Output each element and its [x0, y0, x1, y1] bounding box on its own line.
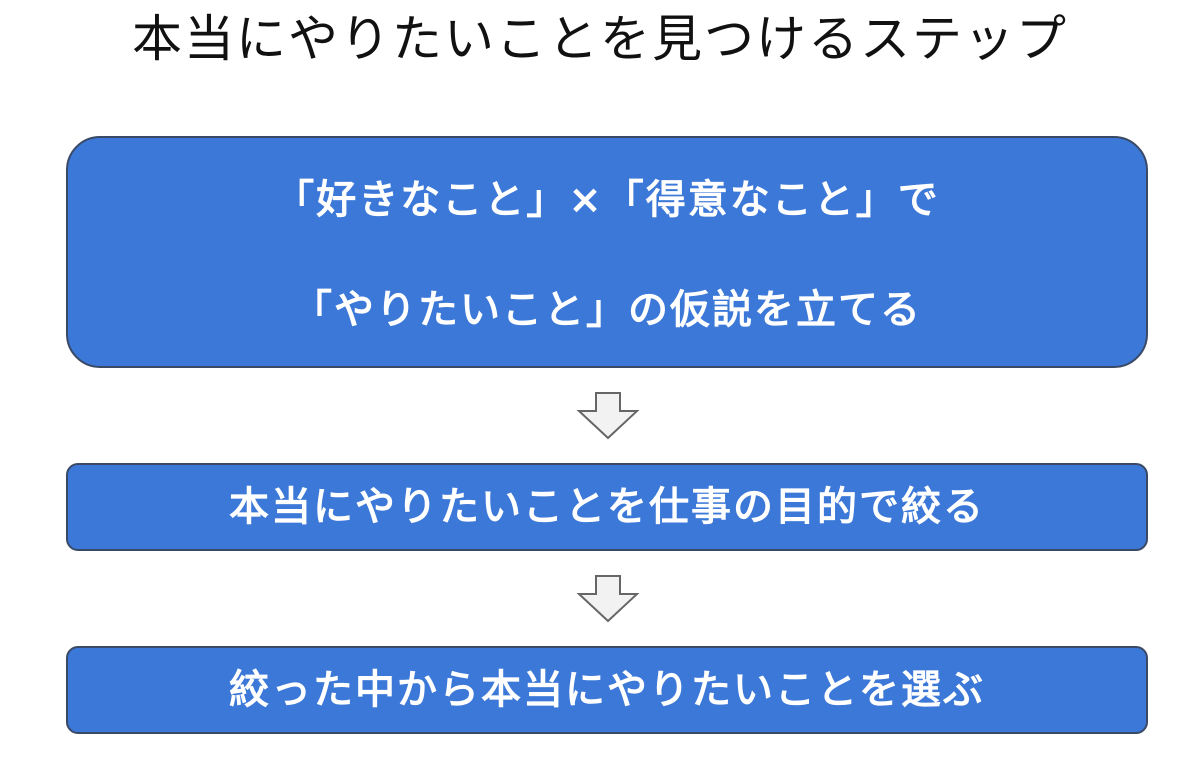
down-arrow-icon: [576, 575, 640, 623]
step-1-line-1: 「好きなこと」×「得意なこと」で: [274, 177, 940, 223]
step-2-box: 本当にやりたいことを仕事の目的で絞る: [66, 463, 1148, 551]
step-1-box: 「好きなこと」×「得意なこと」で 「やりたいこと」の仮説を立てる: [66, 136, 1148, 368]
step-3-box: 絞った中から本当にやりたいことを選ぶ: [66, 646, 1148, 734]
down-arrow-icon: [576, 392, 640, 440]
step-1-line-2: 「やりたいこと」の仮説を立てる: [292, 287, 922, 333]
page-title: 本当にやりたいことを見つけるステップ: [132, 10, 1068, 68]
